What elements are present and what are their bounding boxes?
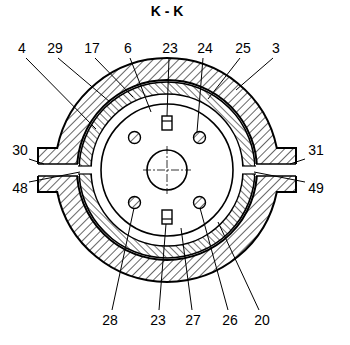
leader-line	[197, 58, 203, 132]
leader-line	[167, 58, 169, 116]
pin-slot	[162, 116, 172, 130]
leader-line	[95, 58, 133, 97]
callout-number: 6	[124, 41, 132, 55]
rotor	[101, 104, 233, 236]
callout-number: 24	[197, 41, 213, 55]
leader-line	[236, 58, 273, 90]
callout-number: 27	[185, 313, 201, 327]
housing	[38, 58, 296, 282]
callout-number: 48	[12, 181, 28, 195]
leader-line	[112, 208, 134, 310]
pin-slot	[162, 210, 172, 224]
callout-number: 20	[254, 313, 270, 327]
leader-line	[254, 172, 305, 182]
leader-line	[208, 58, 240, 99]
bolt-hole	[194, 132, 206, 144]
center-line	[143, 170, 191, 171]
callout-number: 28	[102, 313, 118, 327]
leader-lines	[26, 58, 305, 310]
callout-number: 17	[84, 41, 100, 55]
pin-slot	[162, 120, 172, 121]
callout-number: 31	[308, 143, 324, 157]
channel-edge	[78, 173, 92, 174]
leader-line	[29, 172, 80, 182]
leader-line	[26, 58, 96, 129]
pin-slot	[162, 218, 172, 219]
leader-line	[181, 228, 192, 310]
channel	[242, 166, 256, 174]
leader-line	[218, 222, 259, 310]
callout-number: 23	[162, 41, 178, 55]
callout-number: 30	[12, 143, 28, 157]
bolt-hole	[129, 132, 141, 144]
leader-line	[130, 58, 151, 112]
port-bore	[37, 164, 79, 176]
channel-edge	[242, 173, 256, 174]
callout-number: 4	[18, 41, 26, 55]
section-title: K - K	[151, 4, 184, 18]
bolt-hole	[194, 197, 206, 209]
channel	[78, 166, 92, 174]
channel-edge	[78, 165, 92, 166]
callout-number: 29	[47, 41, 63, 55]
leader-line	[29, 159, 44, 164]
callout-number: 23	[150, 313, 166, 327]
callout-number: 26	[222, 313, 238, 327]
leader-line	[159, 224, 166, 310]
bolt-hole	[129, 197, 141, 209]
channel-edge	[242, 165, 256, 166]
leader-line	[58, 58, 110, 102]
leader-line	[290, 159, 305, 164]
callout-number: 49	[308, 181, 324, 195]
callout-number: 3	[272, 41, 280, 55]
port-bore	[255, 164, 297, 176]
leader-line	[200, 208, 228, 310]
callout-number: 25	[235, 41, 251, 55]
